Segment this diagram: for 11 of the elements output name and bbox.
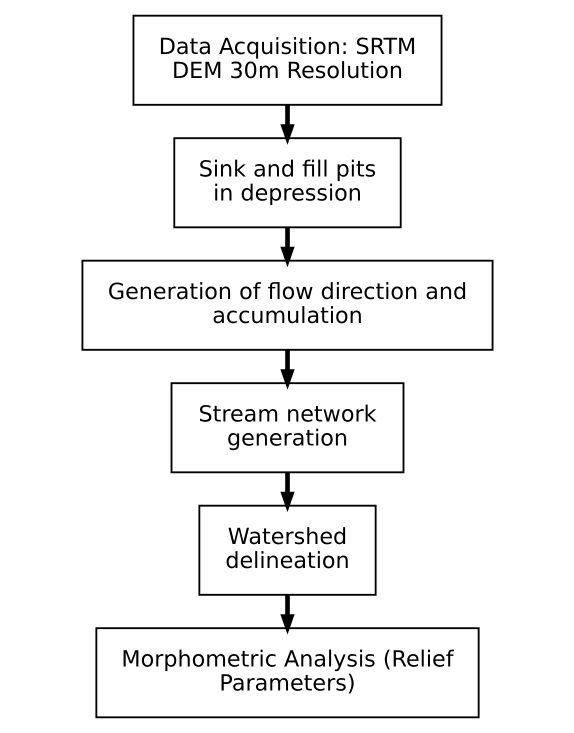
- arrow: [280, 472, 294, 512]
- arrow: [280, 350, 294, 390]
- arrow: [280, 228, 294, 268]
- node-box: Data Acquisition: SRTM DEM 30m Resolution: [132, 14, 442, 106]
- node-box: Sink and fill pits in depression: [172, 137, 402, 228]
- arrow: [280, 594, 294, 635]
- arrow: [280, 105, 294, 145]
- node-box: Morphometric Analysis (Relief Parameters): [94, 627, 480, 718]
- node-box: Stream network generation: [170, 382, 404, 474]
- node-box: Generation of flow direction and accumulation: [81, 260, 493, 351]
- node-box: Watershed delineation: [198, 504, 376, 596]
